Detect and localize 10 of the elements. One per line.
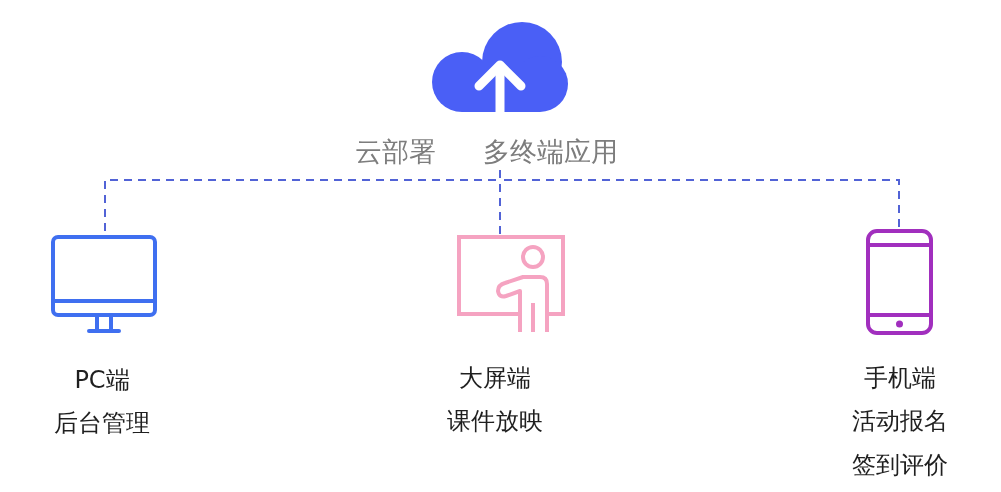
feature-text: 活动报名 xyxy=(852,406,948,436)
caption-text: 多终端应用 xyxy=(482,135,618,169)
device-title: PC端 xyxy=(74,365,130,395)
device-title: 手机端 xyxy=(864,363,936,393)
caption-text: 云部署 xyxy=(354,135,436,169)
feature-text: 课件放映 xyxy=(447,406,543,436)
feature-text: 后台管理 xyxy=(54,408,150,438)
dashed-connector xyxy=(499,169,900,230)
device-title: 大屏端 xyxy=(459,363,531,393)
feature-text: 签到评价 xyxy=(852,450,948,480)
